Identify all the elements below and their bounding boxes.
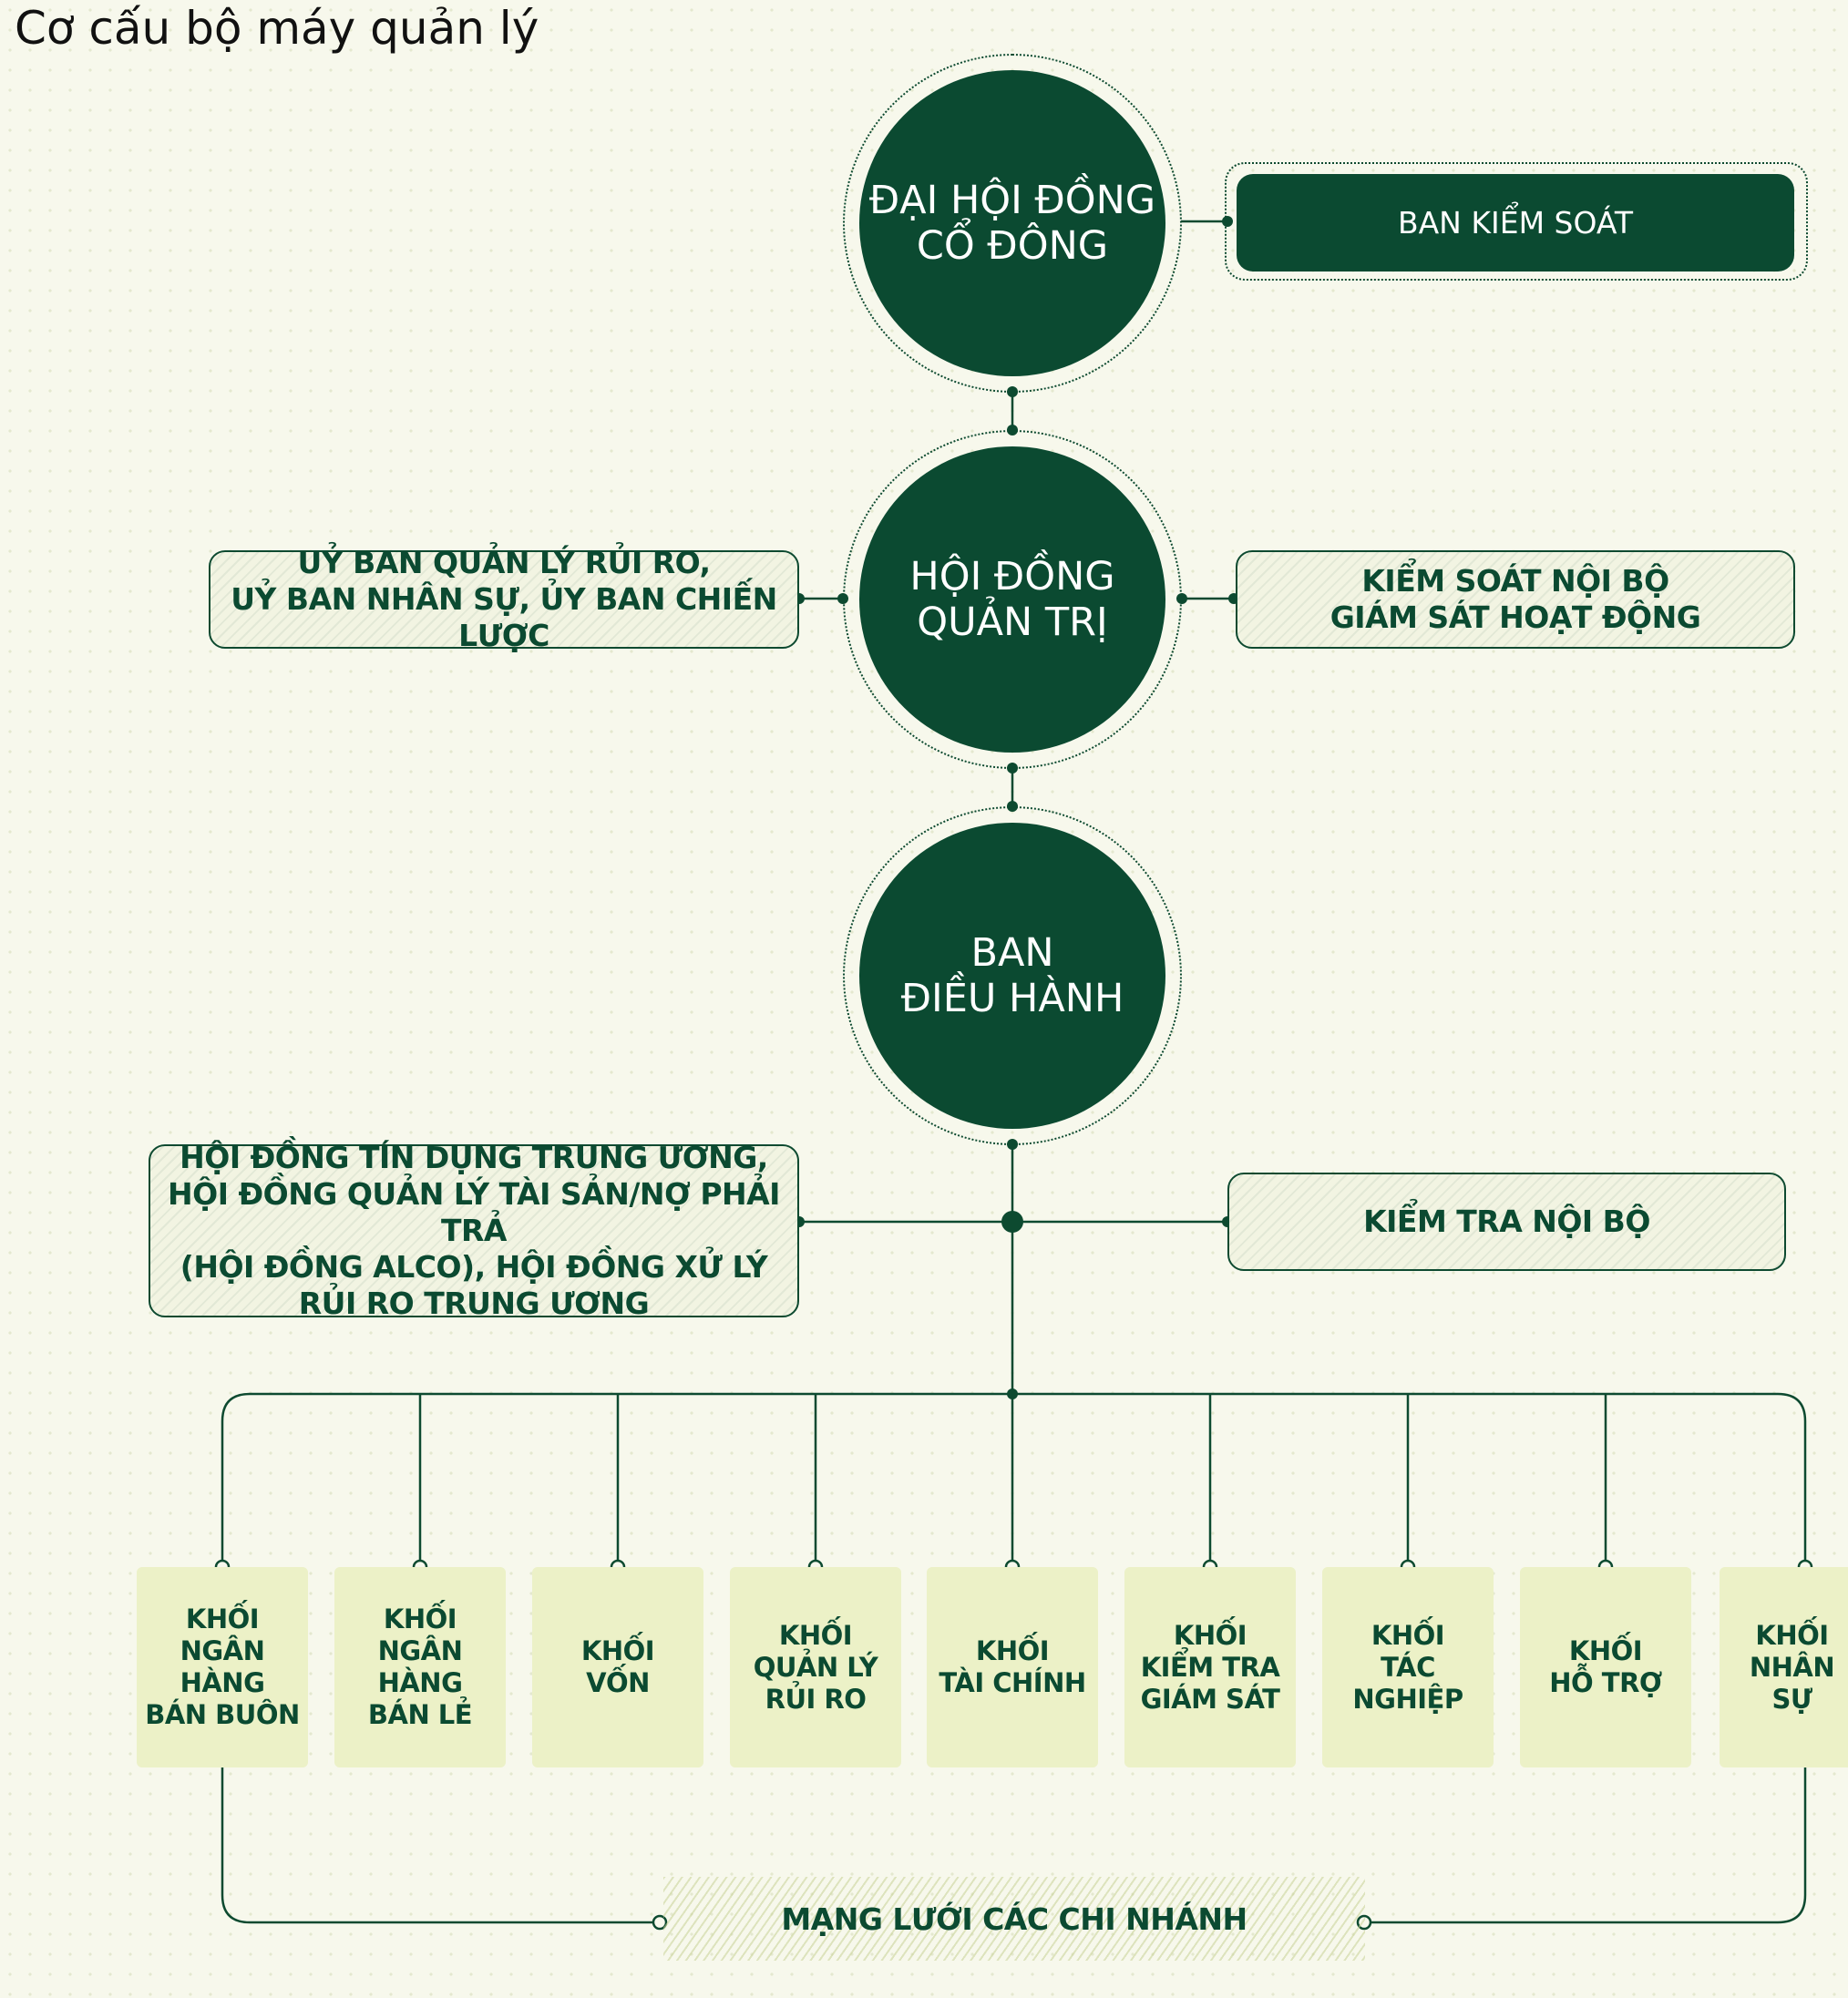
shareholders-ring [843, 54, 1182, 393]
page-title: Cơ cấu bộ máy quản lý [15, 2, 539, 55]
executive-councils-box: HỘI ĐỒNG TÍN DỤNG TRUNG ƯƠNG, HỘI ĐỒNG Q… [149, 1140, 799, 1321]
supervisory-board-node: BAN KIỂM SOÁT [1237, 174, 1794, 272]
board-of-directors-node: HỘI ĐỒNG QUẢN TRỊ [859, 446, 1165, 753]
department-support: KHỐI HỖ TRỢ [1520, 1567, 1691, 1767]
department-wholesale-banking: KHỐI NGÂN HÀNG BÁN BUÔN [137, 1567, 308, 1767]
department-capital: KHỐI VỐN [532, 1567, 703, 1767]
board-of-directors-ring [843, 430, 1182, 769]
branch-network-label: MẠNG LƯỚI CÁC CHI NHÁNH [663, 1877, 1365, 1961]
department-retail-banking: KHỐI NGÂN HÀNG BÁN LẺ [334, 1567, 506, 1767]
executive-board-node: BAN ĐIỀU HÀNH [859, 823, 1165, 1129]
department-human-resources: KHỐI NHÂN SỰ [1720, 1567, 1848, 1767]
department-risk-management: KHỐI QUẢN LÝ RỦI RO [730, 1567, 901, 1767]
department-finance: KHỐI TÀI CHÍNH [927, 1567, 1098, 1767]
department-inspection-supervision: KHỐI KIỂM TRA GIÁM SÁT [1124, 1567, 1296, 1767]
internal-control-box: KIỂM SOÁT NỘI BỘ GIÁM SÁT HOẠT ĐỘNG [1236, 550, 1795, 649]
shareholders-node: ĐẠI HỘI ĐỒNG CỔ ĐÔNG [859, 70, 1165, 376]
internal-audit-box: KIỂM TRA NỘI BỘ [1227, 1173, 1786, 1271]
department-operations: KHỐI TÁC NGHIỆP [1322, 1567, 1494, 1767]
executive-board-ring [843, 806, 1182, 1145]
board-committees-box: UỶ BAN QUẢN LÝ RỦI RO, UỶ BAN NHÂN SỰ, Ủ… [209, 545, 799, 653]
supervisory-board-frame [1225, 162, 1808, 281]
